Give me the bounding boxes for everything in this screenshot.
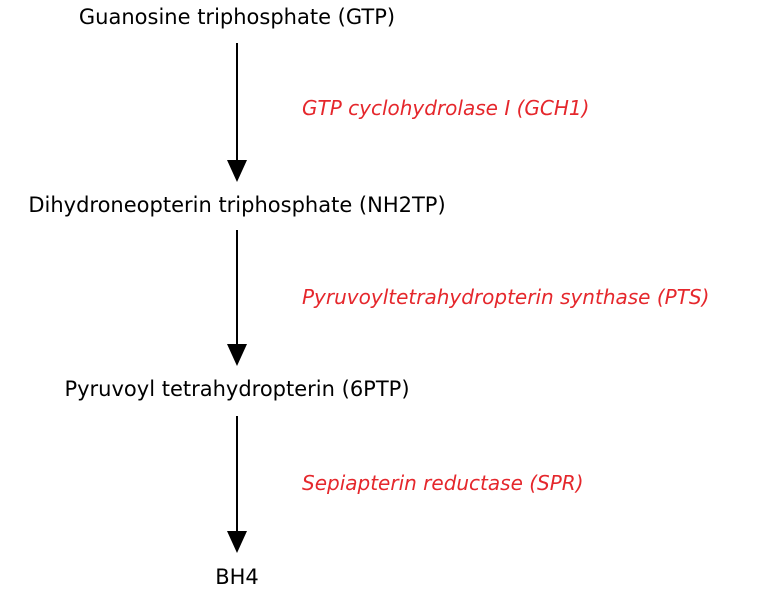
enzyme-gch1: GTP cyclohydrolase I (GCH1) <box>302 96 590 120</box>
arrow-gtp-to-nh2tp <box>227 43 247 182</box>
compound-nh2tp: Dihydroneopterin triphosphate (NH2TP) <box>28 193 446 217</box>
enzyme-pts: Pyruvoyltetrahydropterin synthase (PTS) <box>302 285 710 309</box>
compound-gtp: Guanosine triphosphate (GTP) <box>78 5 396 29</box>
arrow-6ptp-to-bh4 <box>227 416 247 553</box>
enzyme-spr: Sepiapterin reductase (SPR) <box>302 471 584 495</box>
compound-bh4: BH4 <box>215 565 259 589</box>
arrow-nh2tp-to-6ptp <box>227 230 247 366</box>
compound-6ptp: Pyruvoyl tetrahydropterin (6PTP) <box>64 377 410 401</box>
